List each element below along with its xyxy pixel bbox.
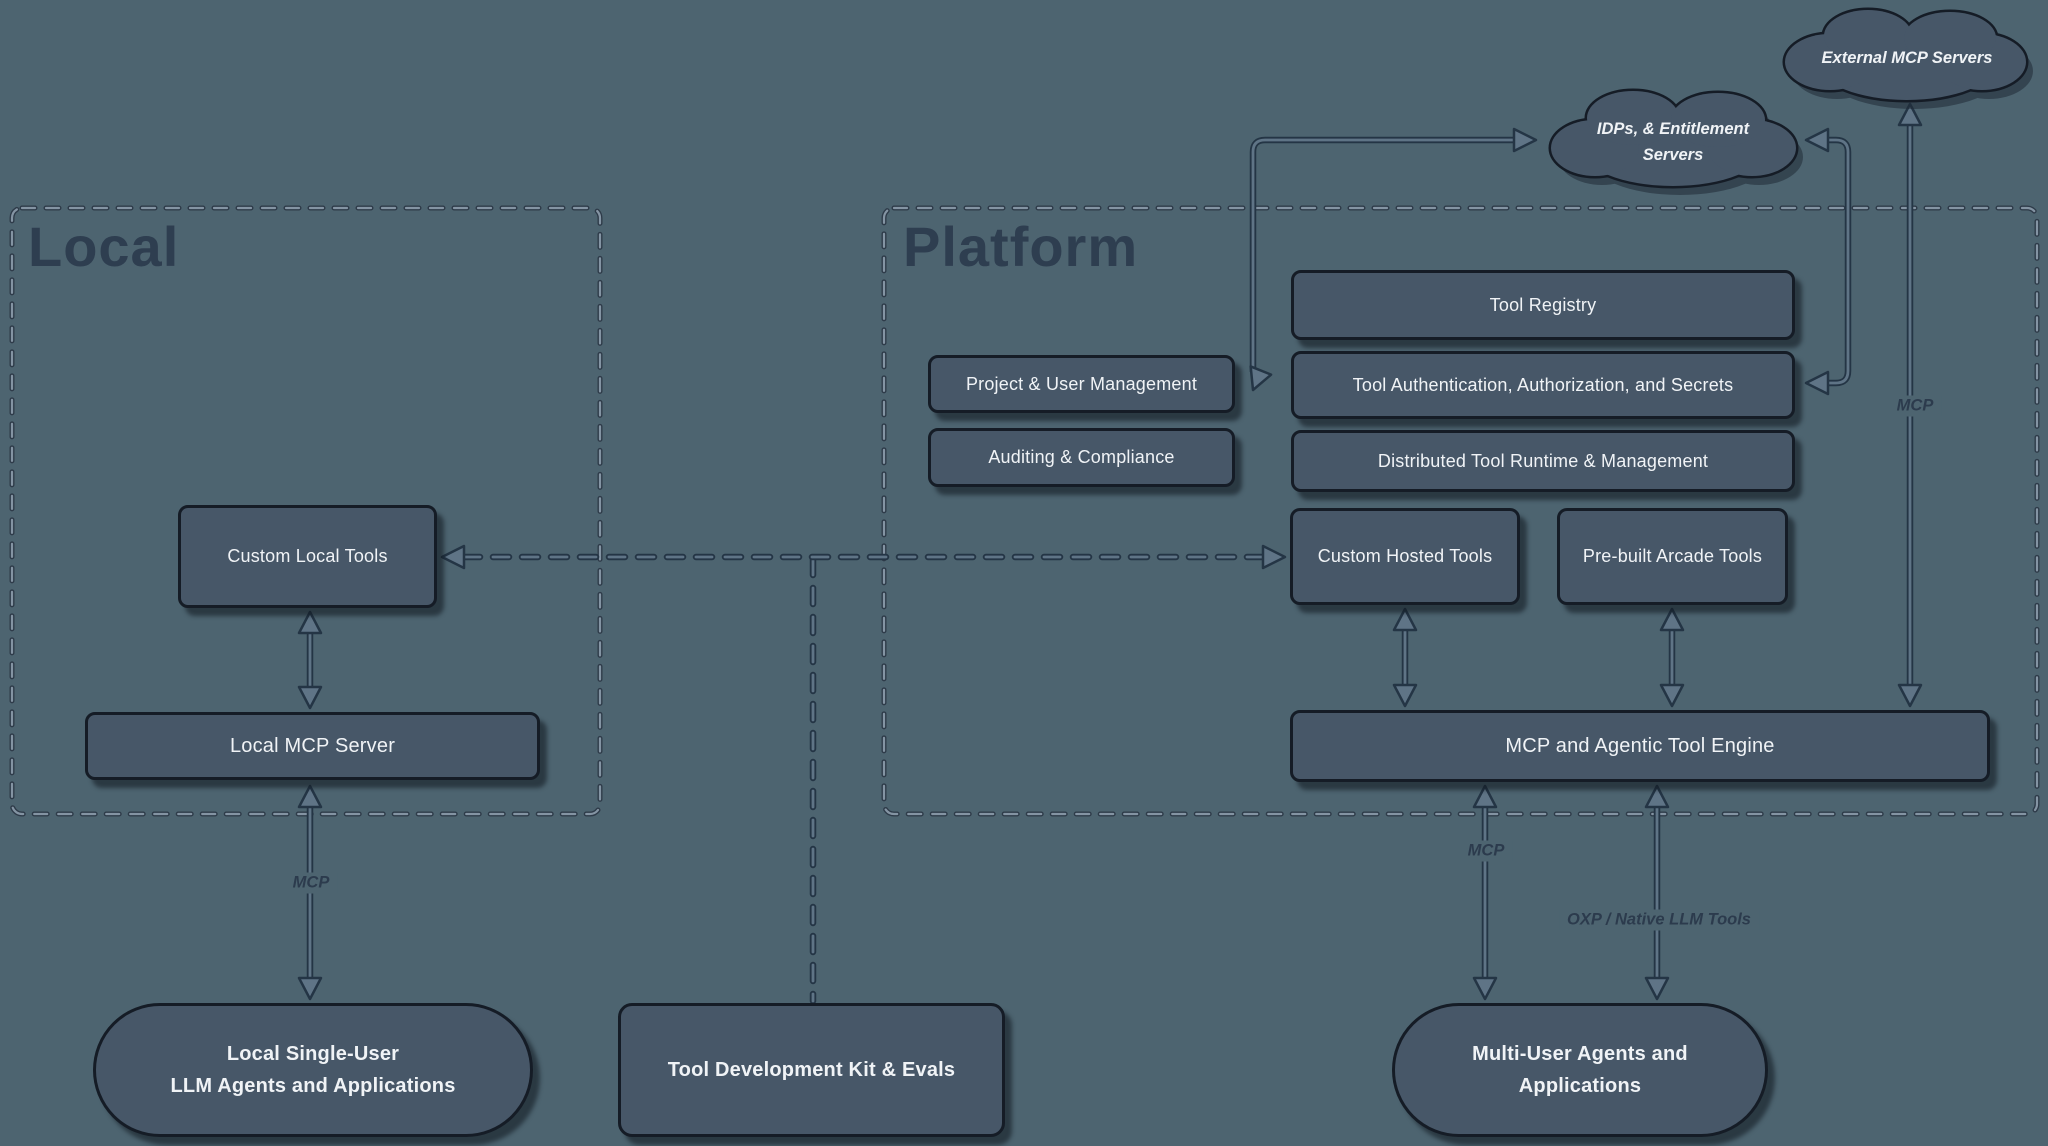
node-tool-authentication: Tool Authentication, Authorization, and …: [1291, 351, 1795, 419]
node-local-agents: Local Single-User LLM Agents and Applica…: [93, 1003, 533, 1137]
edge-hosted-engine: [1392, 607, 1418, 708]
platform-container-border: [881, 205, 2040, 817]
idps-cloud-label: IDPs, & Entitlement Servers: [1560, 117, 1786, 168]
idps-cloud-label-line2: Servers: [1642, 145, 1704, 164]
external-mcp-cloud: [1782, 7, 2033, 109]
node-tool-development-kit: Tool Development Kit & Evals: [618, 1003, 1005, 1137]
edge-engine-multiuser-mcp: [1472, 784, 1498, 1001]
platform-container-label: Platform: [903, 215, 1139, 278]
idps-cloud-label-line1: IDPs, & Entitlement: [1596, 120, 1750, 138]
edge-customlocal-localserver: [297, 610, 323, 710]
edge-arcade-engine: [1659, 607, 1685, 708]
node-custom-hosted-tools: Custom Hosted Tools: [1290, 508, 1520, 605]
node-mcp-engine: MCP and Agentic Tool Engine: [1290, 710, 1990, 782]
edge-toolauth-idps: [1804, 127, 1852, 396]
node-prebuilt-arcade-tools: Pre-built Arcade Tools: [1557, 508, 1788, 605]
node-local-mcp-server: Local MCP Server: [85, 712, 540, 780]
edge-projectmgmt-idps: [1249, 127, 1538, 392]
edge-engine-multiuser-oxp: [1644, 784, 1670, 1001]
node-project-user-management: Project & User Management: [928, 355, 1235, 413]
node-multi-user-agents-line1: Multi-User Agents and: [1472, 1043, 1688, 1065]
edge-local-hosted-dashed: [440, 544, 1287, 1005]
edge-label-oxp: OXP / Native LLM Tools: [1559, 909, 1759, 931]
external-mcp-cloud-label: External MCP Servers: [1821, 49, 1993, 67]
edge-label-engine-mcp: MCP: [1459, 840, 1513, 862]
node-custom-local-tools: Custom Local Tools: [178, 505, 437, 608]
node-multi-user-agents-line2: Applications: [1518, 1075, 1642, 1097]
node-distributed-runtime: Distributed Tool Runtime & Management: [1291, 430, 1795, 492]
node-local-agents-line2: LLM Agents and Applications: [170, 1075, 456, 1097]
node-auditing-compliance: Auditing & Compliance: [928, 428, 1235, 487]
node-multi-user-agents: Multi-User Agents and Applications: [1392, 1003, 1768, 1137]
idps-cloud: [1548, 88, 1803, 195]
edge-label-local-mcp: MCP: [284, 872, 338, 894]
node-tool-registry: Tool Registry: [1291, 270, 1795, 340]
local-container-border: [9, 205, 603, 817]
local-container-label: Local: [28, 215, 180, 278]
edge-label-external-mcp: MCP: [1888, 395, 1942, 417]
node-local-agents-line1: Local Single-User: [226, 1043, 400, 1065]
